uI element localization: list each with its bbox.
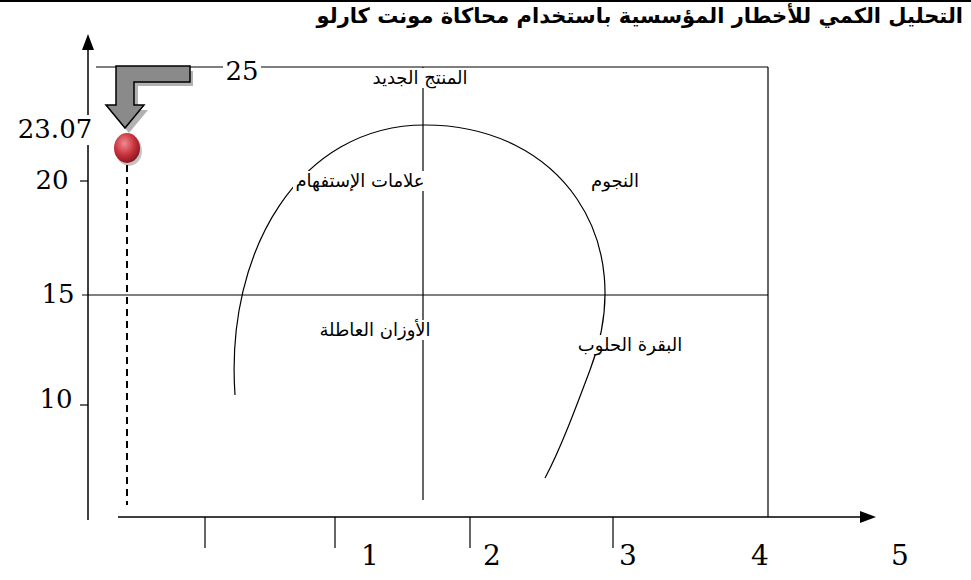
x-tick — [612, 517, 613, 548]
axis-value: 4 — [749, 540, 771, 572]
x-tick — [334, 517, 335, 548]
axis-value: 1 — [359, 540, 381, 572]
quadrant-label: الأوزان العاطلة — [317, 320, 432, 341]
pointer-arrow — [106, 66, 190, 128]
x-tick — [469, 517, 470, 548]
axis-value: 2 — [481, 540, 503, 572]
axis-value: 20 — [33, 166, 70, 196]
result-dot — [114, 133, 140, 163]
matrix-divider — [422, 67, 423, 500]
y-tick — [80, 404, 88, 405]
quadrant-label: علامات الإستفهام — [293, 171, 426, 192]
axis-value: 5 — [889, 540, 911, 572]
quadrant-label: البقرة الحلوب — [576, 335, 684, 356]
x-axis — [118, 516, 862, 518]
x-axis-arrow — [860, 511, 876, 523]
y-axis-arrow — [82, 34, 94, 50]
page-title: التحليل الكمي للأخطار المؤسسية باستخدام … — [317, 4, 963, 28]
matrix-frame — [767, 67, 768, 517]
x-tick — [204, 517, 205, 548]
top-rule — [0, 0, 971, 2]
quadrant-label: المنتج الجديد — [370, 68, 469, 89]
axis-value: 25 — [223, 57, 260, 87]
quadrant-label: النجوم — [589, 171, 641, 192]
y-tick — [80, 180, 88, 181]
axis-value: 10 — [37, 385, 74, 415]
axis-value: 23.07 — [16, 115, 94, 145]
axis-value: 3 — [617, 540, 639, 572]
matrix-divider — [82, 294, 768, 295]
axis-value: 15 — [39, 280, 76, 310]
drop-line — [126, 165, 128, 505]
lifecycle-curve — [234, 125, 605, 478]
